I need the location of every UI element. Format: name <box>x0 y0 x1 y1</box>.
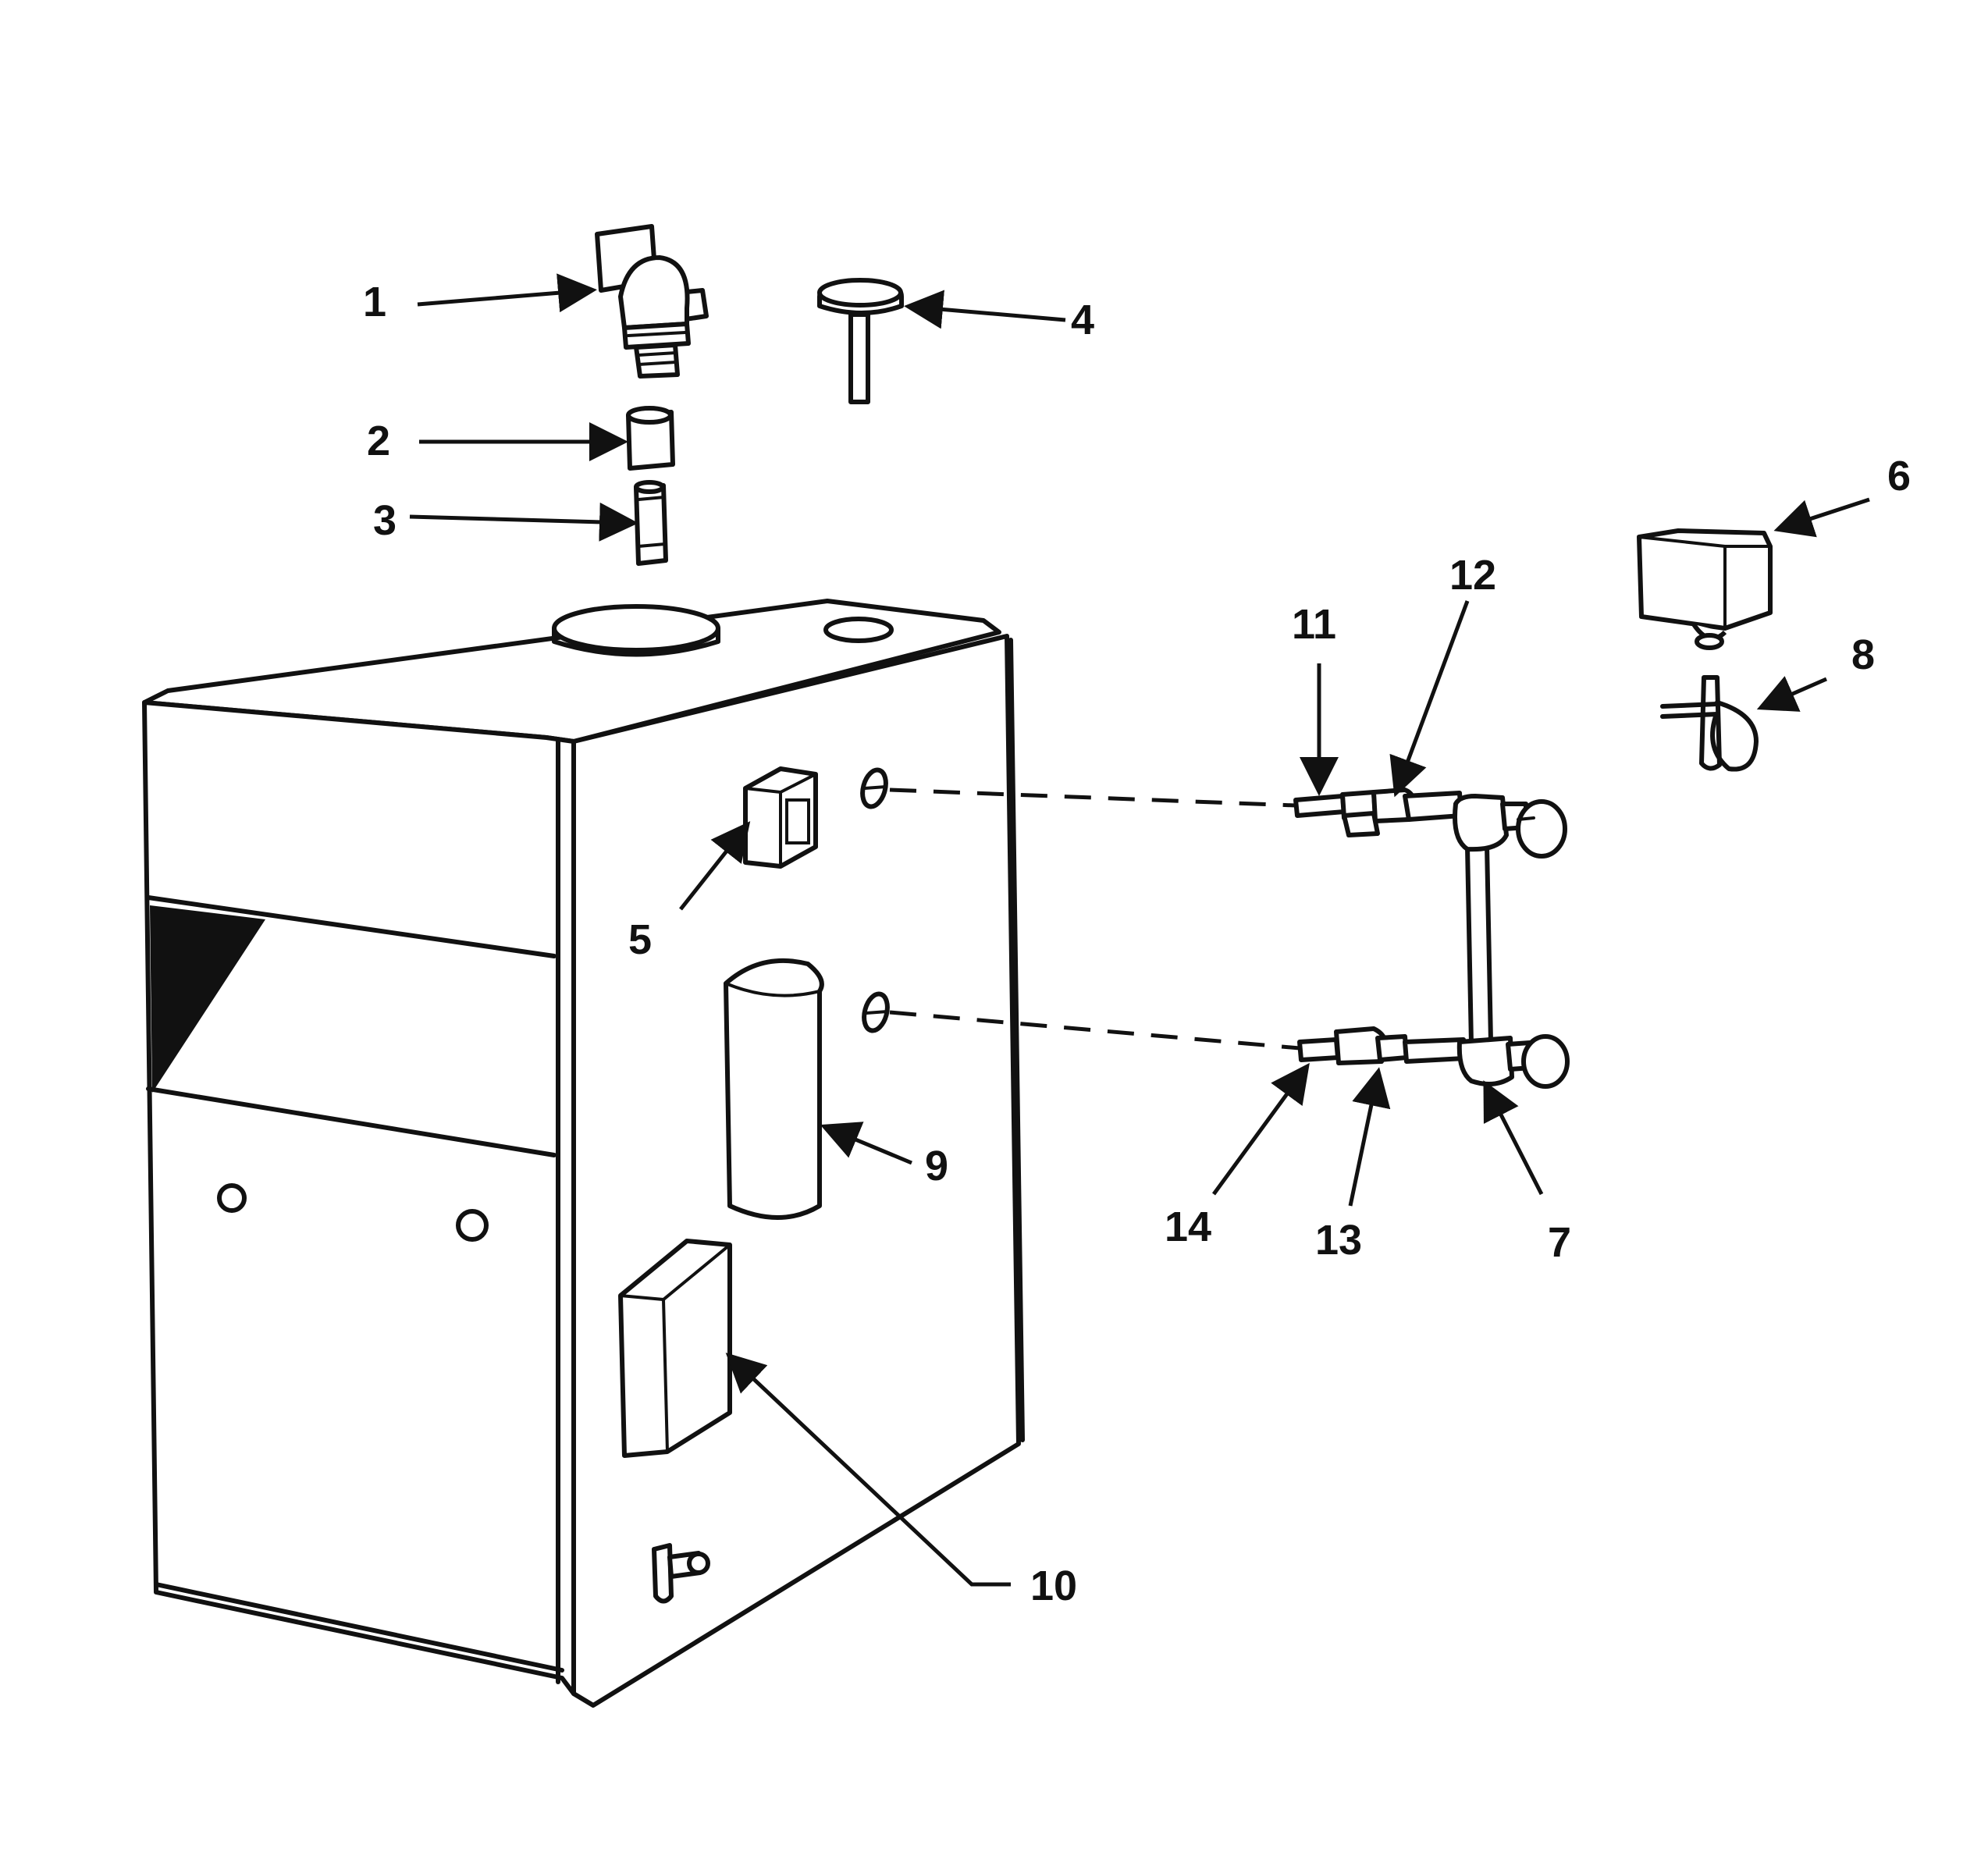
part-1-relief-valve <box>595 224 709 379</box>
drain-valve <box>652 1543 710 1604</box>
piping-assembly <box>1293 788 1570 1089</box>
part-3-pipe-nipple <box>634 480 668 566</box>
callout-5: 5 <box>628 916 652 963</box>
lower-alignment-line <box>889 1010 1300 1051</box>
flue-collar <box>552 604 720 657</box>
upper-alignment-line <box>889 788 1296 808</box>
callout-2: 2 <box>367 418 390 464</box>
callout-10: 10 <box>1030 1563 1077 1609</box>
part-2-coupling <box>626 406 675 471</box>
part-6-pressure-gauge-housing <box>1637 528 1773 650</box>
lower-tapping <box>862 991 890 1033</box>
leader-lines <box>409 273 1870 1587</box>
callout-3: 3 <box>373 497 397 544</box>
front-panel-hole <box>456 1209 489 1242</box>
part-9-jacket-panel <box>724 958 824 1220</box>
callout-13: 13 <box>1315 1217 1362 1264</box>
part-10-access-panel <box>618 1239 732 1458</box>
callout-1: 1 <box>363 279 386 325</box>
front-panel-hole <box>217 1183 247 1213</box>
callout-14: 14 <box>1165 1203 1211 1250</box>
callout-4: 4 <box>1071 297 1094 343</box>
callout-9: 9 <box>925 1143 948 1189</box>
callout-11: 11 <box>1292 601 1336 648</box>
callout-12: 12 <box>1449 552 1496 599</box>
callout-7: 7 <box>1548 1219 1571 1266</box>
callout-8: 8 <box>1851 631 1875 678</box>
part-4-temperature-gauge <box>817 278 904 404</box>
part-8-fitting-clip <box>1660 675 1759 772</box>
part-5-control-box <box>743 766 818 869</box>
upper-tapping <box>860 767 888 809</box>
top-opening <box>823 617 894 643</box>
panel-shadow <box>150 905 265 1093</box>
callout-6: 6 <box>1887 453 1911 500</box>
